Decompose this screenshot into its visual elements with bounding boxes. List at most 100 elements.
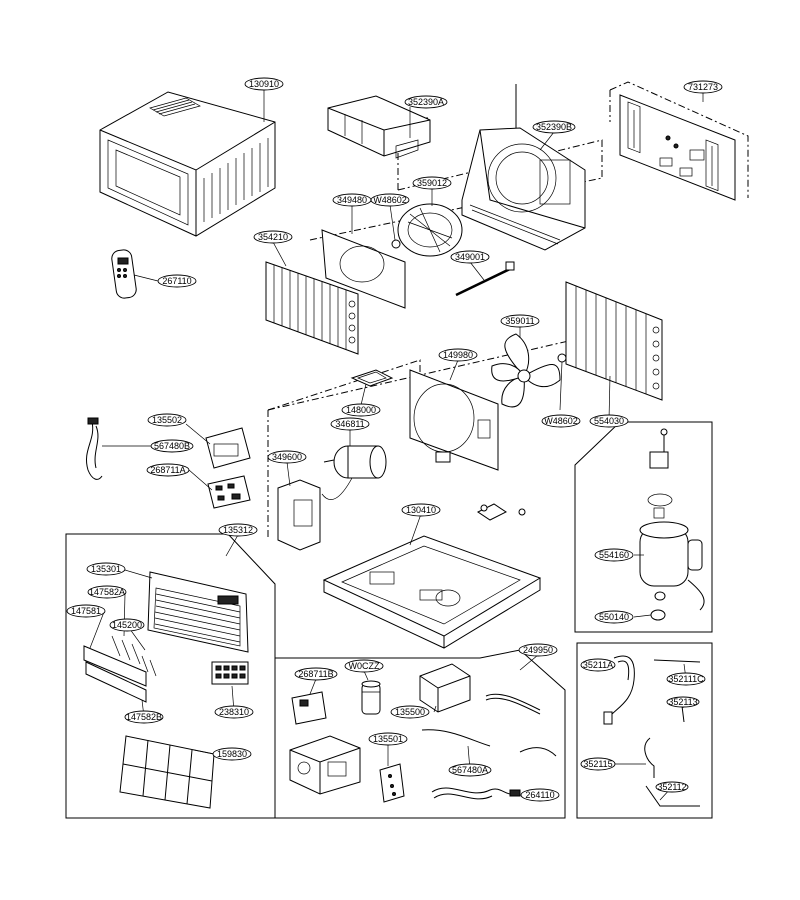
svg-text:346811: 346811 (335, 419, 364, 429)
part-label-554030[interactable]: 554030 (589, 414, 629, 428)
svg-text:147581: 147581 (71, 606, 101, 616)
motor-bracket-part[interactable] (350, 369, 394, 387)
air-filter-part[interactable] (119, 735, 215, 809)
compressor-part[interactable] (639, 428, 705, 611)
section-boxes (65, 421, 713, 819)
base-pan-part[interactable] (322, 503, 542, 649)
svg-text:135500: 135500 (395, 707, 425, 717)
part-label-135500[interactable]: 135500 (390, 705, 430, 719)
svg-text:550140: 550140 (599, 612, 629, 622)
part-label-W0CZZ[interactable]: W0CZZ (344, 659, 384, 673)
svg-text:731273: 731273 (688, 82, 718, 92)
svg-text:148000: 148000 (346, 405, 376, 415)
part-label-731273[interactable]: 731273 (683, 80, 723, 94)
heater-rod-part[interactable] (455, 261, 515, 297)
svg-text:249950: 249950 (523, 645, 553, 655)
part-label-145200[interactable]: 145200 (109, 618, 145, 632)
part-label-359012[interactable]: 359012 (412, 176, 452, 190)
part-label-135312[interactable]: 135312 (218, 523, 258, 537)
isolator-part[interactable] (650, 591, 666, 621)
harness-b-part[interactable] (431, 787, 521, 800)
part-label-268711A[interactable]: 268711A (146, 463, 190, 477)
part-label-135501[interactable]: 135501 (368, 732, 408, 746)
fan-motor-part[interactable] (321, 445, 387, 500)
part-label-349480[interactable]: 349480 (332, 193, 372, 207)
orifice-shroud-part[interactable] (321, 229, 406, 309)
main-pcb-part[interactable] (207, 475, 251, 509)
svg-text:130410: 130410 (406, 505, 436, 515)
part-label-249950[interactable]: 249950 (518, 643, 558, 657)
part-label-135301[interactable]: 135301 (86, 562, 126, 576)
svg-text:352113: 352113 (668, 697, 697, 707)
condenser-fan-part[interactable] (491, 333, 567, 408)
condenser-coil-part[interactable] (565, 281, 663, 401)
part-label-352111C[interactable]: 352111C (666, 672, 706, 686)
part-label-352390A[interactable]: 352390A (404, 95, 448, 109)
part-label-147582B[interactable]: 147582B (124, 710, 164, 724)
motor-mount-part[interactable] (277, 479, 321, 551)
terminal-board-part[interactable] (379, 763, 405, 803)
svg-text:W0CZZ: W0CZZ (349, 661, 380, 671)
part-label-130410[interactable]: 130410 (401, 503, 441, 517)
part-label-147582A[interactable]: 147582A (87, 585, 127, 599)
filter-frame-part[interactable] (327, 95, 431, 159)
svg-text:130910: 130910 (249, 79, 279, 89)
pcb-b-part[interactable] (291, 691, 327, 725)
part-label-135502[interactable]: 135502 (147, 413, 187, 427)
svg-text:268711B: 268711B (298, 669, 333, 679)
svg-text:149980: 149980 (443, 350, 473, 360)
part-label-349600[interactable]: 349600 (267, 450, 307, 464)
part-label-352390B[interactable]: 352390B (532, 120, 576, 134)
part-label-130910[interactable]: 130910 (244, 77, 284, 91)
wire-harness-part[interactable] (86, 417, 103, 480)
part-label-264110[interactable]: 264110 (520, 788, 560, 802)
svg-text:352112: 352112 (657, 782, 686, 792)
svg-text:147582A: 147582A (89, 587, 125, 597)
part-label-359011[interactable]: 359011 (500, 314, 540, 328)
part-label-159830[interactable]: 159830 (212, 747, 252, 761)
svg-text:35211A: 35211A (583, 660, 613, 670)
installation-kit-part[interactable] (619, 94, 736, 201)
part-label-148000[interactable]: 148000 (341, 403, 381, 417)
part-label-238310[interactable]: 238310 (214, 705, 254, 719)
cover-part[interactable] (419, 663, 471, 713)
harness-a-part[interactable] (421, 693, 557, 757)
capacitor-part[interactable] (361, 680, 381, 715)
part-label-554160[interactable]: 554160 (594, 548, 634, 562)
control-box-part[interactable] (205, 427, 251, 469)
part-label-567480B[interactable]: 567480B (150, 439, 194, 453)
part-label-35211A[interactable]: 35211A (580, 658, 616, 672)
part-label-567480A[interactable]: 567480A (448, 763, 492, 777)
fan-orifice-part[interactable] (409, 369, 499, 471)
part-label-352113[interactable]: 352113 (666, 696, 700, 708)
svg-text:W48602: W48602 (544, 416, 578, 426)
evaporator-housing-part[interactable] (461, 84, 586, 251)
svg-text:554030: 554030 (594, 416, 624, 426)
part-label-352115[interactable]: 352115 (580, 757, 616, 771)
svg-text:349600: 349600 (272, 452, 302, 462)
part-label-550140[interactable]: 550140 (594, 610, 634, 624)
part-label-147581[interactable]: 147581 (66, 604, 106, 618)
electrical-box-part[interactable] (289, 735, 361, 795)
front-grille-part[interactable] (147, 571, 249, 653)
svg-text:352111C: 352111C (668, 674, 704, 684)
evaporator-coil-part[interactable] (265, 261, 359, 355)
remote-control-part[interactable] (111, 249, 137, 299)
part-label-267110[interactable]: 267110 (157, 274, 197, 288)
part-label-352112[interactable]: 352112 (655, 781, 689, 793)
part-label-W48602-lower[interactable]: W48602 (541, 414, 581, 428)
control-label-part[interactable] (211, 661, 249, 685)
louver-part[interactable] (83, 635, 157, 703)
part-label-354210[interactable]: 354210 (253, 230, 293, 244)
part-label-346811[interactable]: 346811 (330, 417, 370, 431)
leader-lines (89, 90, 704, 801)
blower-wheel-part[interactable] (391, 203, 463, 257)
part-label-149980[interactable]: 149980 (438, 348, 478, 362)
svg-text:354210: 354210 (258, 232, 288, 242)
part-label-349001[interactable]: 349001 (450, 250, 490, 264)
cabinet-part[interactable] (99, 91, 276, 237)
part-label-W48602-upper[interactable]: W48602 (370, 193, 410, 207)
tubing-parts[interactable] (603, 655, 701, 807)
part-label-268711B[interactable]: 268711B (294, 667, 338, 681)
svg-text:359011: 359011 (505, 316, 534, 326)
